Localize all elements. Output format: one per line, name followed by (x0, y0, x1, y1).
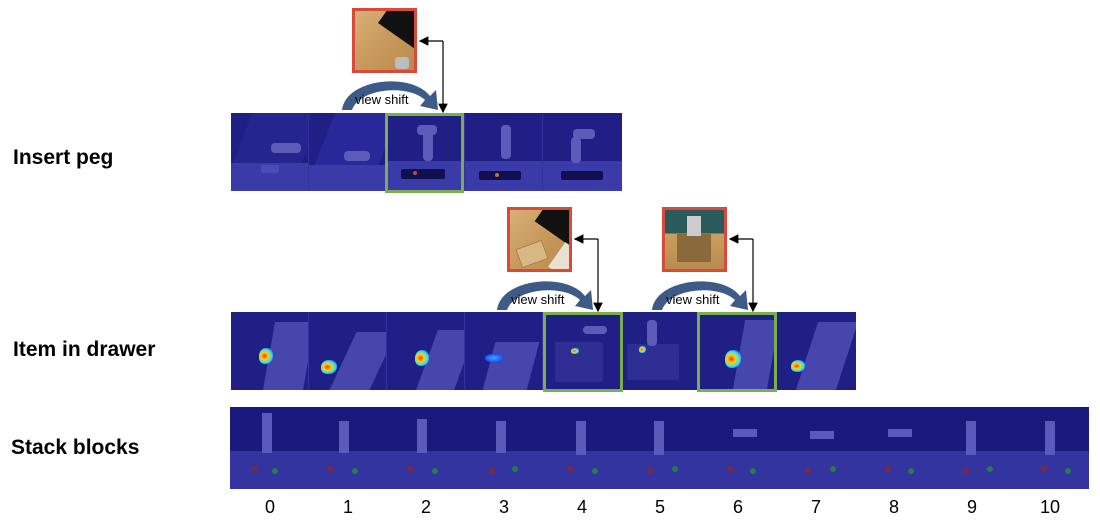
timestep-label-0: 0 (250, 497, 290, 518)
timestep-label-8: 8 (874, 497, 914, 518)
timestep-label-4: 4 (562, 497, 602, 518)
timestep-label-10: 10 (1030, 497, 1070, 518)
timestep-label-1: 1 (328, 497, 368, 518)
timestep-label-2: 2 (406, 497, 446, 518)
timestep-label-3: 3 (484, 497, 524, 518)
view-shift-label-3: view shift (666, 292, 719, 307)
timestep-label-7: 7 (796, 497, 836, 518)
timestep-label-6: 6 (718, 497, 758, 518)
view-shift-label-1: view shift (355, 92, 408, 107)
view-shift-label-2: view shift (511, 292, 564, 307)
timestep-label-9: 9 (952, 497, 992, 518)
timestep-label-5: 5 (640, 497, 680, 518)
